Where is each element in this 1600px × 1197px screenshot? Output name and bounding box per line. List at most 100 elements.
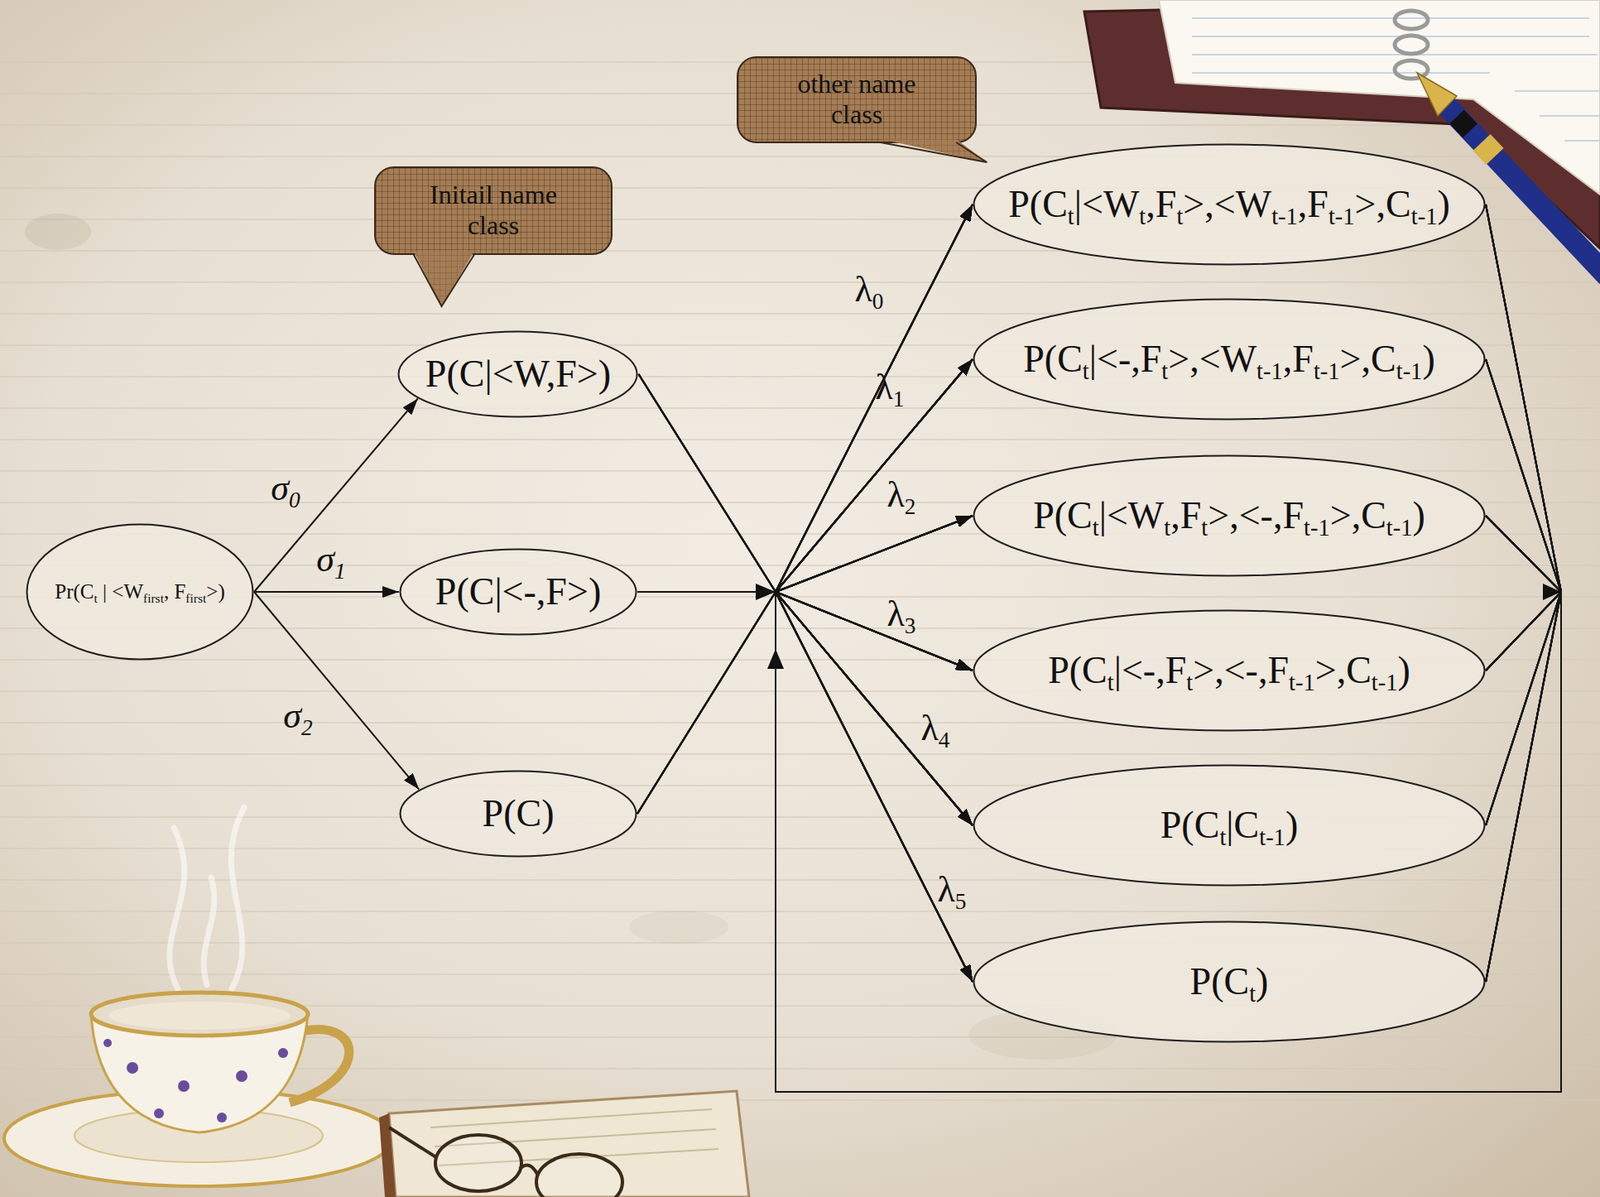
- ruled-lines: [0, 49, 1600, 1118]
- text-run: >,C: [1354, 182, 1412, 226]
- connector: [775, 204, 1562, 1092]
- ellipse-node: P(Ct|<Wt,Ft>,<-,Ft-1>,Ct-1): [972, 454, 1486, 577]
- notebook-cover: [1084, 0, 1600, 249]
- subscript: t-1: [1396, 358, 1423, 385]
- connector: [775, 515, 1562, 1092]
- pen-grip: [1456, 116, 1471, 131]
- subscript: t: [1067, 203, 1075, 230]
- connector: [775, 359, 1562, 1092]
- text-run: ): [1412, 494, 1426, 537]
- fountain-pen: [1417, 72, 1600, 275]
- subscript: t: [1176, 203, 1183, 230]
- subscript: t-1: [1328, 203, 1355, 230]
- subscript: 1: [893, 386, 905, 412]
- node-text: P(Ct|<Wt,Ft>,<-,Ft-1>,Ct-1): [1033, 494, 1426, 539]
- subscript: t-1: [1256, 358, 1283, 385]
- connector: [775, 591, 1562, 1092]
- ellipse-node: P(C): [398, 769, 638, 858]
- flower: [103, 1038, 112, 1048]
- text-run: ,F: [1170, 494, 1202, 537]
- subscript: t-1: [1303, 514, 1331, 541]
- ellipse-node: P(Ct|Ct-1): [972, 763, 1486, 887]
- text-run: ): [1285, 803, 1298, 846]
- pen-nib: [1417, 72, 1457, 116]
- connector: [775, 204, 1562, 1092]
- subscript: t: [1092, 514, 1100, 541]
- notebook-ring: [1394, 10, 1428, 29]
- connector: [775, 515, 1562, 1092]
- connector: [775, 359, 1562, 1092]
- glasses: [389, 1127, 623, 1197]
- edge-weight-label: λ5: [937, 871, 967, 909]
- subscript: 2: [904, 494, 917, 519]
- connector: [637, 359, 973, 814]
- connector: [775, 591, 1562, 1092]
- connector: [775, 204, 1562, 1092]
- connector: [775, 204, 1562, 1092]
- connector: [775, 359, 1562, 1092]
- text-run: λ: [937, 869, 956, 910]
- text-run: |C: [1225, 803, 1259, 846]
- ellipse-outline: [398, 331, 638, 418]
- text-run: ): [1255, 960, 1269, 1003]
- connector: [775, 515, 1562, 1092]
- connector: [775, 204, 1562, 1092]
- cup-rim: [91, 992, 308, 1036]
- connector: [254, 398, 419, 592]
- connector: [254, 591, 419, 790]
- text-run: σ: [270, 467, 289, 509]
- text-run: λ: [921, 707, 939, 749]
- text-run: >,<-,F: [1192, 648, 1289, 692]
- ellipse-outline: [974, 610, 1485, 731]
- node-text: P(C): [482, 792, 555, 837]
- callout-text: other name class: [773, 68, 940, 130]
- text-run: λ: [887, 593, 905, 635]
- flower-pattern: [103, 1038, 289, 1123]
- node-text: P(Ct|<-,Ft>,<Wt-1,Ft-1>,Ct-1): [1023, 337, 1435, 382]
- ellipse-node: P(Ct|<-,Ft>,<-,Ft-1>,Ct-1): [972, 609, 1486, 732]
- flower: [216, 1112, 227, 1123]
- text-run: σ: [283, 695, 302, 736]
- node-text: P(Ct|Ct-1): [1160, 803, 1298, 848]
- ellipse-outline: [400, 549, 637, 635]
- text-run: P(C: [1047, 648, 1108, 692]
- ellipse-node: P(Ct|<Wt,Ft>,<Wt-1,Ft-1>,Ct-1): [972, 143, 1486, 266]
- pen-band: [1481, 142, 1495, 157]
- text-run: >): [206, 580, 225, 603]
- connector: [639, 374, 973, 592]
- subscript: t: [1219, 824, 1226, 851]
- subscript: t: [1249, 980, 1256, 1007]
- text-run: |<W: [1099, 494, 1165, 537]
- callout-text: Initail name class: [410, 179, 577, 241]
- subscript: t-1: [1371, 669, 1399, 696]
- callout-box: other name class: [736, 56, 977, 144]
- text-run: ,F: [1282, 337, 1314, 380]
- page-rules: [1191, 18, 1600, 141]
- connector: [775, 359, 1562, 1092]
- text-run: P(C|<W,F>): [425, 352, 611, 395]
- notebook: [1084, 0, 1600, 249]
- flower: [126, 1061, 139, 1074]
- text-run: ): [1422, 337, 1435, 380]
- text-run: >,<W: [1182, 182, 1272, 226]
- subscript: t: [1186, 669, 1193, 696]
- connector: [775, 359, 1562, 1092]
- edge-weight-label: σ0: [270, 470, 300, 507]
- ellipse-outline: [974, 299, 1485, 420]
- text-run: Pr(C: [54, 580, 94, 603]
- connector: [775, 591, 1562, 1092]
- node-text: P(C|<-,F>): [435, 570, 601, 615]
- edge-weight-label: λ2: [887, 476, 917, 514]
- pen-barrel: [1446, 105, 1600, 275]
- connector: [775, 515, 1562, 1092]
- connector: [775, 591, 1562, 1092]
- ellipse-outline: [974, 765, 1485, 886]
- connector: [637, 204, 973, 814]
- connector: [775, 515, 1562, 1092]
- text-run: P(C): [482, 792, 555, 835]
- connector: [775, 359, 1562, 1092]
- text-run: λ: [855, 269, 873, 310]
